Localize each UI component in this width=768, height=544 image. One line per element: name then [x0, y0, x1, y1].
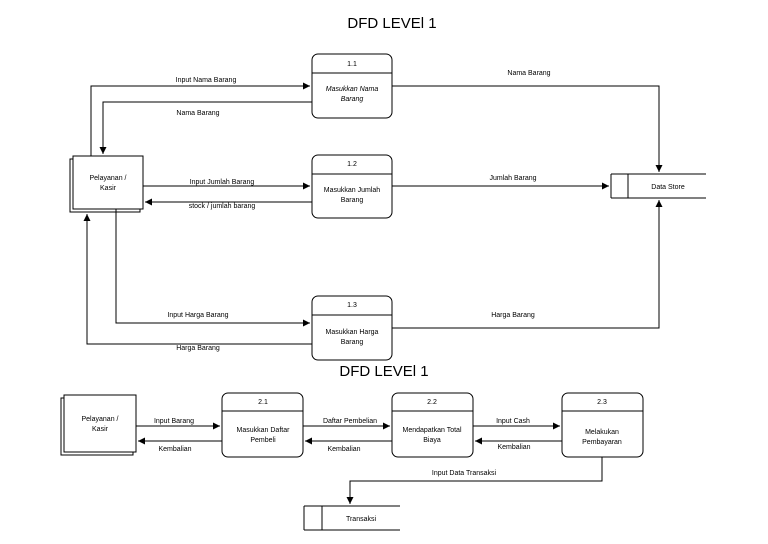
process-name-line2: Barang: [341, 339, 364, 346]
process-id: 1.2: [347, 161, 357, 168]
flow-stock-jumlah-barang: stock / jumlah barang: [145, 198, 312, 210]
flow-input-nama-barang: Input Nama Barang: [90, 77, 310, 156]
process-name-line1: Masukkan Nama: [326, 86, 379, 93]
flow-kembalian-1: Kembalian: [138, 437, 222, 453]
data-store-label: Transaksi: [346, 516, 377, 523]
flow-input-jumlah-barang: Input Jumlah Barang: [143, 179, 310, 190]
entity-label-line2: Kasir: [92, 426, 109, 433]
process-name-line1: Masukkan Jumlah: [324, 187, 381, 194]
diagram-title-top: DFD LEVEl 1: [347, 15, 436, 32]
flow-label: Input Data Transaksi: [432, 470, 497, 477]
process-name-line2: Biaya: [423, 437, 441, 444]
flow-input-harga-barang: Input Harga Barang: [115, 209, 310, 327]
data-store-top[interactable]: Data Store: [610, 173, 706, 199]
process-name-line2: Pembayaran: [582, 439, 622, 446]
process-id: 2.1: [258, 399, 268, 406]
flow-label: Nama Barang: [176, 110, 219, 117]
process-id: 2.3: [597, 399, 607, 406]
process-2-3[interactable]: 2.3 Melakukan Pembayaran: [561, 392, 644, 458]
flow-label: Harga Barang: [491, 312, 535, 319]
process-name-line2: Barang: [341, 96, 364, 103]
flow-nama-barang-store: Nama Barang: [392, 70, 663, 172]
flow-label: Nama Barang: [507, 70, 550, 77]
process-id: 2.2: [427, 399, 437, 406]
entity-label-line1: Pelayanan /: [82, 416, 119, 423]
flow-harga-barang-store: Harga Barang: [392, 200, 663, 329]
process-2-2[interactable]: 2.2 Mendapatkan Total Biaya: [391, 392, 474, 458]
flow-daftar-pembelian: Daftar Pembelian: [303, 418, 390, 430]
flow-label: Harga Barang: [176, 345, 220, 352]
entity-pelayanan-kasir-top[interactable]: Pelayanan / Kasir: [69, 155, 144, 213]
flow-label: Input Cash: [496, 418, 530, 425]
flow-label: Kembalian: [158, 446, 191, 453]
entity-label-line1: Pelayanan /: [90, 175, 127, 182]
flow-input-barang: Input Barang: [136, 418, 220, 430]
flow-jumlah-barang-store: Jumlah Barang: [392, 175, 609, 190]
data-store-label: Data Store: [651, 184, 685, 191]
flow-label: stock / jumlah barang: [189, 203, 256, 210]
entity-pelayanan-kasir-bottom[interactable]: Pelayanan / Kasir: [60, 394, 137, 456]
flow-label: Jumlah Barang: [489, 175, 536, 182]
flow-label: Daftar Pembelian: [323, 418, 377, 425]
flow-label: Input Jumlah Barang: [190, 179, 255, 186]
flow-kembalian-3: Kembalian: [475, 437, 562, 451]
process-name-line1: Masukkan Harga: [326, 329, 379, 336]
process-name-line2: Barang: [341, 197, 364, 204]
flow-input-data-transaksi: Input Data Transaksi: [346, 457, 603, 504]
entity-label-line2: Kasir: [100, 185, 117, 192]
process-2-1[interactable]: 2.1 Masukkan Daftar Pembeli: [221, 392, 304, 458]
flow-label: Input Harga Barang: [167, 312, 228, 319]
process-id: 1.3: [347, 302, 357, 309]
process-1-1[interactable]: 1.1 Masukkan Nama Barang: [311, 53, 393, 119]
flow-label: Kembalian: [497, 444, 530, 451]
flow-label: Input Nama Barang: [176, 77, 237, 84]
flow-label: Kembalian: [327, 446, 360, 453]
flow-label: Input Barang: [154, 418, 194, 425]
process-name-line1: Mendapatkan Total: [402, 427, 461, 434]
flow-harga-barang-back: Harga Barang: [83, 214, 312, 352]
process-1-2[interactable]: 1.2 Masukkan Jumlah Barang: [311, 154, 393, 219]
process-name-line1: Masukkan Daftar: [237, 427, 291, 434]
diagram-title-bottom: DFD LEVEl 1: [339, 363, 428, 380]
flow-nama-barang-back: Nama Barang: [99, 101, 312, 154]
data-store-transaksi[interactable]: Transaksi: [303, 505, 400, 531]
flow-input-cash: Input Cash: [473, 418, 560, 430]
process-1-3[interactable]: 1.3 Masukkan Harga Barang: [311, 295, 393, 361]
flow-kembalian-2: Kembalian: [305, 437, 392, 453]
process-id: 1.1: [347, 61, 357, 68]
process-name-line2: Pembeli: [250, 437, 276, 444]
process-name-line1: Melakukan: [585, 429, 619, 436]
